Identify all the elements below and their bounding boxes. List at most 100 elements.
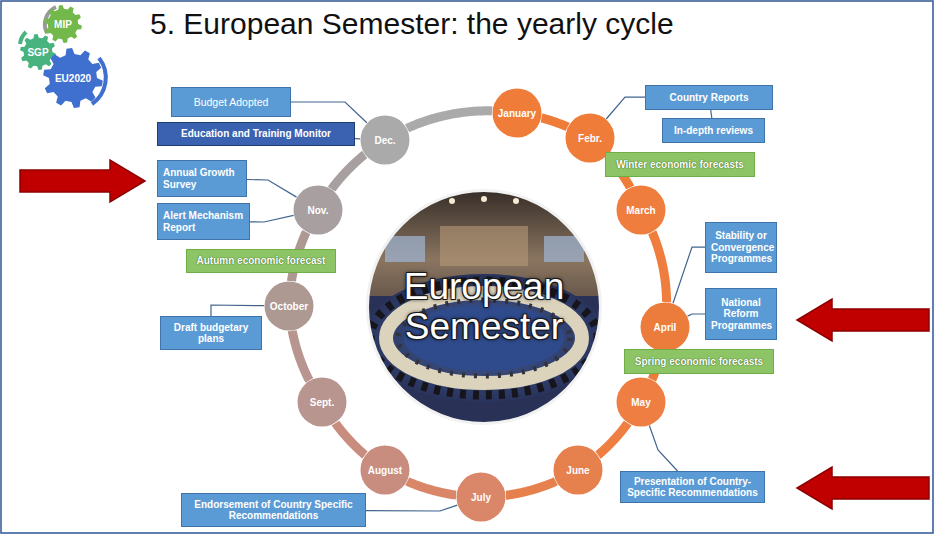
month-disc [641, 303, 690, 352]
box-label: Budget Adopted [177, 96, 285, 108]
month-disc [457, 473, 506, 522]
box-label: Presentation of Country-Specific Recomme… [626, 476, 759, 499]
cycle-ring-segment [335, 423, 365, 455]
gear-body [20, 34, 56, 70]
process-box: National Reform Programmes [705, 288, 777, 340]
leader-line [606, 97, 645, 119]
forecast-box: Autumn economic forecast [186, 249, 336, 273]
box-label: Education and Training Monitor [163, 128, 349, 140]
red-pointer-arrow [20, 160, 145, 202]
leader-line [366, 505, 457, 511]
month-circle: April [640, 302, 690, 352]
box-label: Spring economic forecasts [630, 356, 768, 368]
month-circle: May [616, 377, 666, 427]
process-box: Draft budgetary plans [160, 316, 262, 350]
photo-screen [385, 236, 425, 262]
month-disc [361, 446, 410, 495]
process-box: Country Reports [645, 85, 773, 110]
month-label: January [498, 108, 536, 119]
process-box: Presentation of Country-Specific Recomme… [620, 471, 765, 503]
month-circle: January [492, 88, 542, 138]
month-disc [554, 446, 603, 495]
month-circle: Nov. [293, 185, 343, 235]
month-disc [294, 186, 343, 235]
meeting-room-photo [362, 189, 606, 426]
box-label: Endorsement of Country Specific Recommen… [187, 499, 360, 522]
leader-line [673, 247, 705, 303]
month-label: Dec. [374, 135, 395, 146]
gear-label: SGP [27, 47, 48, 58]
month-circle: Dec. [360, 115, 410, 165]
process-box: Stability or Convergence Programmes [705, 222, 777, 273]
gear-label: EU2020 [55, 73, 91, 84]
month-disc [493, 89, 542, 138]
leader-line [211, 305, 264, 316]
month-circle: August [360, 445, 410, 495]
month-disc [617, 378, 666, 427]
month-label: May [631, 397, 650, 408]
photo-light [513, 198, 519, 204]
month-disc [361, 116, 410, 165]
cycle-ring-segment [542, 118, 568, 127]
cycle-ring-segment [407, 111, 492, 129]
process-box: Education and Training Monitor [157, 122, 355, 146]
cycle-ring-segment [332, 155, 365, 189]
month-label: Febr. [578, 133, 602, 144]
month-circle: Sept. [297, 377, 347, 427]
photo-light [449, 198, 455, 204]
month-circle: June [553, 445, 603, 495]
leader-line [649, 426, 677, 471]
box-label: National Reform Programmes [711, 297, 771, 332]
red-pointer-arrow [797, 299, 929, 341]
box-label: Alert Mechanism Report [163, 210, 244, 233]
box-label: In-depth reviews [668, 125, 759, 137]
process-box: Alert Mechanism Report [157, 203, 250, 240]
logo-gear: EU2020 [43, 48, 103, 108]
photo-light [481, 196, 487, 202]
month-circle: March [616, 185, 666, 235]
leader-line [355, 138, 360, 139]
leader-line [688, 314, 705, 316]
month-label: Nov. [308, 205, 329, 216]
process-box: In-depth reviews [662, 118, 765, 143]
month-disc [298, 378, 347, 427]
box-label: Country Reports [651, 92, 767, 104]
month-disc [265, 282, 314, 331]
gear-label: MIP [54, 19, 72, 30]
leader-line [711, 110, 712, 118]
cycle-ring-segment [506, 481, 556, 495]
forecast-box: Winter economic forecasts [605, 152, 755, 177]
box-label: Winter economic forecasts [611, 159, 749, 171]
logo-gear: MIP [44, 5, 82, 43]
month-disc [617, 186, 666, 235]
box-label: Autumn economic forecast [192, 255, 330, 267]
month-circle: October [264, 281, 314, 331]
month-label: June [566, 465, 589, 476]
photo-rim [368, 191, 601, 424]
process-box: Budget Adopted [171, 87, 291, 117]
leader-line [291, 102, 367, 123]
cycle-ring-segment [407, 481, 456, 495]
gear-body [43, 48, 103, 108]
month-label: Sept. [310, 397, 334, 408]
process-box: Endorsement of Country Specific Recommen… [181, 493, 366, 527]
photo-wall [366, 189, 602, 425]
leader-line [250, 215, 294, 222]
logo-cycle-arc [20, 32, 26, 44]
process-box: Annual Growth Survey [157, 160, 247, 197]
logo-gear: SGP [20, 34, 56, 70]
month-label: March [626, 205, 655, 216]
center-photo-circle: European Semester [366, 189, 602, 425]
month-label: October [270, 301, 308, 312]
slide-title: 5. European Semester: the yearly cycle [150, 7, 674, 41]
box-label: Stability or Convergence Programmes [711, 230, 771, 265]
center-title: European Semester [389, 267, 579, 347]
leader-line [247, 180, 297, 198]
month-label: August [368, 465, 402, 476]
gear-body [44, 5, 82, 43]
month-label: April [654, 322, 677, 333]
cycle-ring-segment [598, 423, 628, 455]
cycle-ring-segment [292, 331, 309, 381]
box-label: Draft budgetary plans [166, 322, 256, 345]
